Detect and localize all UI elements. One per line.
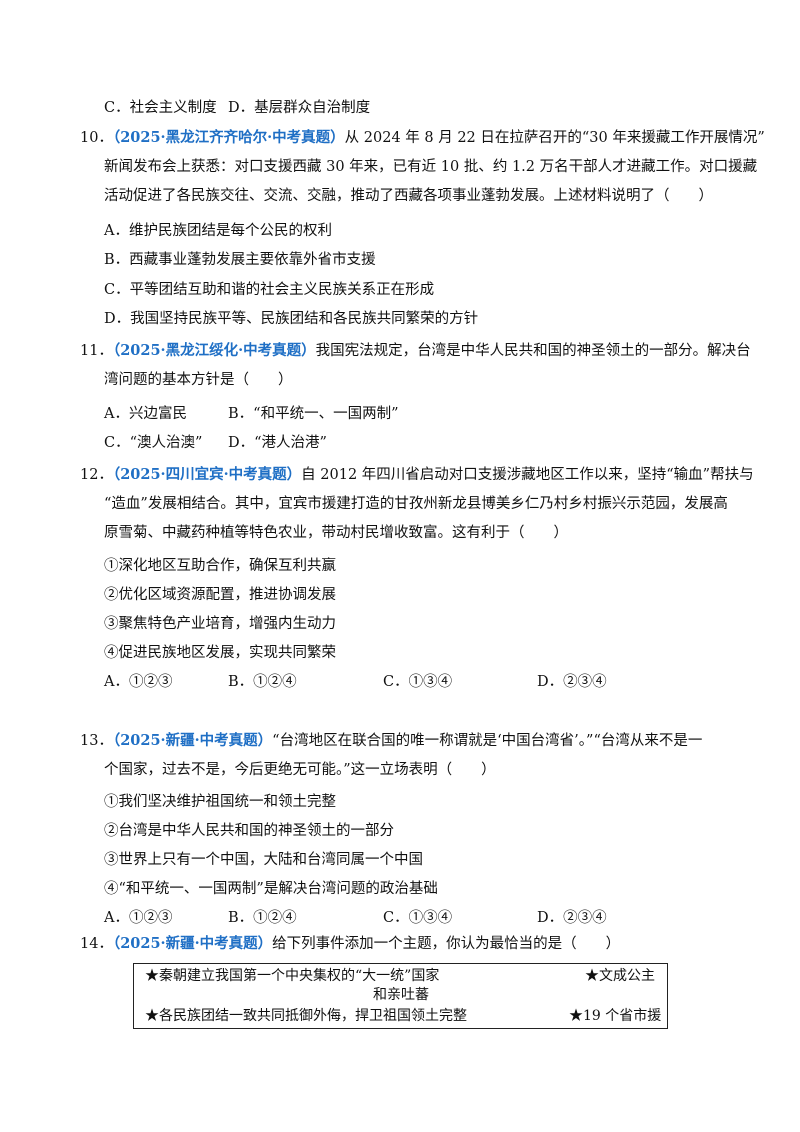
q11-option-b[interactable]: B．“和平统一、一国两制”	[228, 406, 399, 422]
q13-option-b[interactable]: B．①②④	[228, 910, 297, 926]
q14-event-2-continued: 和亲吐蕃	[373, 987, 429, 1003]
q13-source: （2025·新疆·中考真题）	[112, 732, 273, 749]
q10-number: 10．	[80, 130, 113, 146]
q14-source: （2025·新疆·中考真题）	[112, 935, 273, 952]
q11-source: （2025·黑龙江绥化·中考真题）	[112, 342, 316, 359]
q14-stem-text: 给下列事件添加一个主题，你认为最恰当的是（ ）	[272, 936, 621, 952]
q10-stem-line2: 新闻发布会上获悉：对口支援西藏 30 年来，已有近 10 批、约 1.2 万名干…	[104, 159, 758, 175]
q12-option-c[interactable]: C．①③④	[383, 674, 453, 690]
q12-stem-line3: 原雪菊、中藏药种植等特色农业，带动村民增收致富。这有利于（ ）	[104, 525, 568, 541]
q13-option-d[interactable]: D．②③④	[537, 910, 607, 926]
q13-option-a[interactable]: A．①②③	[104, 910, 173, 926]
q11-number: 11．	[80, 343, 113, 359]
q13-statement-3: ③世界上只有一个中国，大陆和台湾同属一个中国	[104, 852, 423, 868]
q10-option-d[interactable]: D．我国坚持民族平等、民族团结和各民族共同繁荣的方针	[104, 311, 479, 327]
q14-stem-line1: 14．（2025·新疆·中考真题）给下列事件添加一个主题，你认为最恰当的是（ ）	[80, 934, 620, 954]
q13-option-c[interactable]: C．①③④	[383, 910, 453, 926]
q11-stem-line1: 11．（2025·黑龙江绥化·中考真题）我国宪法规定，台湾是中华人民共和国的神圣…	[80, 341, 751, 361]
q14-event-1: ★秦朝建立我国第一个中央集权的“大一统”国家	[145, 968, 440, 984]
q13-statement-1: ①我们坚决维护祖国统一和领土完整	[104, 794, 336, 810]
q10-option-c[interactable]: C．平等团结互助和谐的社会主义民族关系正在形成	[104, 282, 435, 298]
q12-stem-text: 自 2012 年四川省启动对口支援涉藏地区工作以来，坚持“输血”帮扶与	[301, 467, 754, 483]
q13-stem-line2: 个国家，过去不是，今后更绝无可能。”这一立场表明（ ）	[104, 762, 496, 778]
q14-event-3: ★各民族团结一致共同抵御外侮，捍卫祖国领土完整	[145, 1008, 467, 1024]
q14-event-2: ★文成公主	[585, 968, 655, 984]
q11-stem-line2: 湾问题的基本方针是（ ）	[104, 372, 293, 388]
q10-source: （2025·黑龙江齐齐哈尔·中考真题）	[112, 129, 345, 146]
q11-stem-text: 我国宪法规定，台湾是中华人民共和国的神圣领土的一部分。解决台	[315, 343, 751, 359]
q14-number: 14．	[80, 936, 113, 952]
q13-number: 13．	[80, 733, 113, 749]
q11-option-a[interactable]: A．兴边富民	[104, 406, 187, 422]
q10-option-b[interactable]: B．西藏事业蓬勃发展主要依靠外省市支援	[104, 252, 376, 268]
q13-statement-4: ④“和平统一、一国两制”是解决台湾问题的政治基础	[104, 881, 438, 897]
q9-option-d[interactable]: D．基层群众自治制度	[228, 100, 371, 116]
q10-stem-line1: 10．（2025·黑龙江齐齐哈尔·中考真题）从 2024 年 8 月 22 日在…	[80, 128, 765, 148]
q12-statement-2: ②优化区域资源配置，推进协调发展	[104, 587, 336, 603]
q12-option-d[interactable]: D．②③④	[537, 674, 607, 690]
q12-statement-4: ④促进民族地区发展，实现共同繁荣	[104, 645, 336, 661]
q10-stem-line3: 活动促进了各民族交往、交流、交融，推动了西藏各项事业蓬勃发展。上述材料说明了（ …	[104, 188, 713, 204]
q14-events-box: ★秦朝建立我国第一个中央集权的“大一统”国家 ★文成公主 和亲吐蕃 ★各民族团结…	[133, 963, 668, 1029]
q12-option-a[interactable]: A．①②③	[104, 674, 173, 690]
q12-statement-3: ③聚焦特色产业培育，增强内生动力	[104, 616, 336, 632]
q9-option-c[interactable]: C．社会主义制度	[104, 100, 217, 116]
q10-stem-text: 从 2024 年 8 月 22 日在拉萨召开的“30 年来援藏工作开展情况”	[344, 130, 765, 146]
q12-stem-line1: 12．（2025·四川宜宾·中考真题）自 2012 年四川省启动对口支援涉藏地区…	[80, 465, 754, 485]
q13-stem-text: “台湾地区在联合国的唯一称谓就是‘中国台湾省’。”“台湾从来不是一	[272, 733, 703, 749]
q12-stem-line2: “造血”发展相结合。其中，宜宾市援建打造的甘孜州新龙县博美乡仁乃村乡村振兴示范园…	[104, 496, 728, 512]
q10-option-a[interactable]: A．维护民族团结是每个公民的权利	[104, 223, 332, 239]
q12-number: 12．	[80, 467, 113, 483]
q12-source: （2025·四川宜宾·中考真题）	[112, 466, 302, 483]
q13-stem-line1: 13．（2025·新疆·中考真题）“台湾地区在联合国的唯一称谓就是‘中国台湾省’…	[80, 731, 702, 751]
q11-option-d[interactable]: D．“港人治港”	[228, 435, 327, 451]
q14-event-4: ★19 个省市援	[569, 1008, 662, 1024]
q11-option-c[interactable]: C．“澳人治澳”	[104, 435, 203, 451]
q12-option-b[interactable]: B．①②④	[228, 674, 297, 690]
q12-statement-1: ①深化地区互助合作，确保互利共赢	[104, 558, 336, 574]
q13-statement-2: ②台湾是中华人民共和国的神圣领土的一部分	[104, 823, 394, 839]
